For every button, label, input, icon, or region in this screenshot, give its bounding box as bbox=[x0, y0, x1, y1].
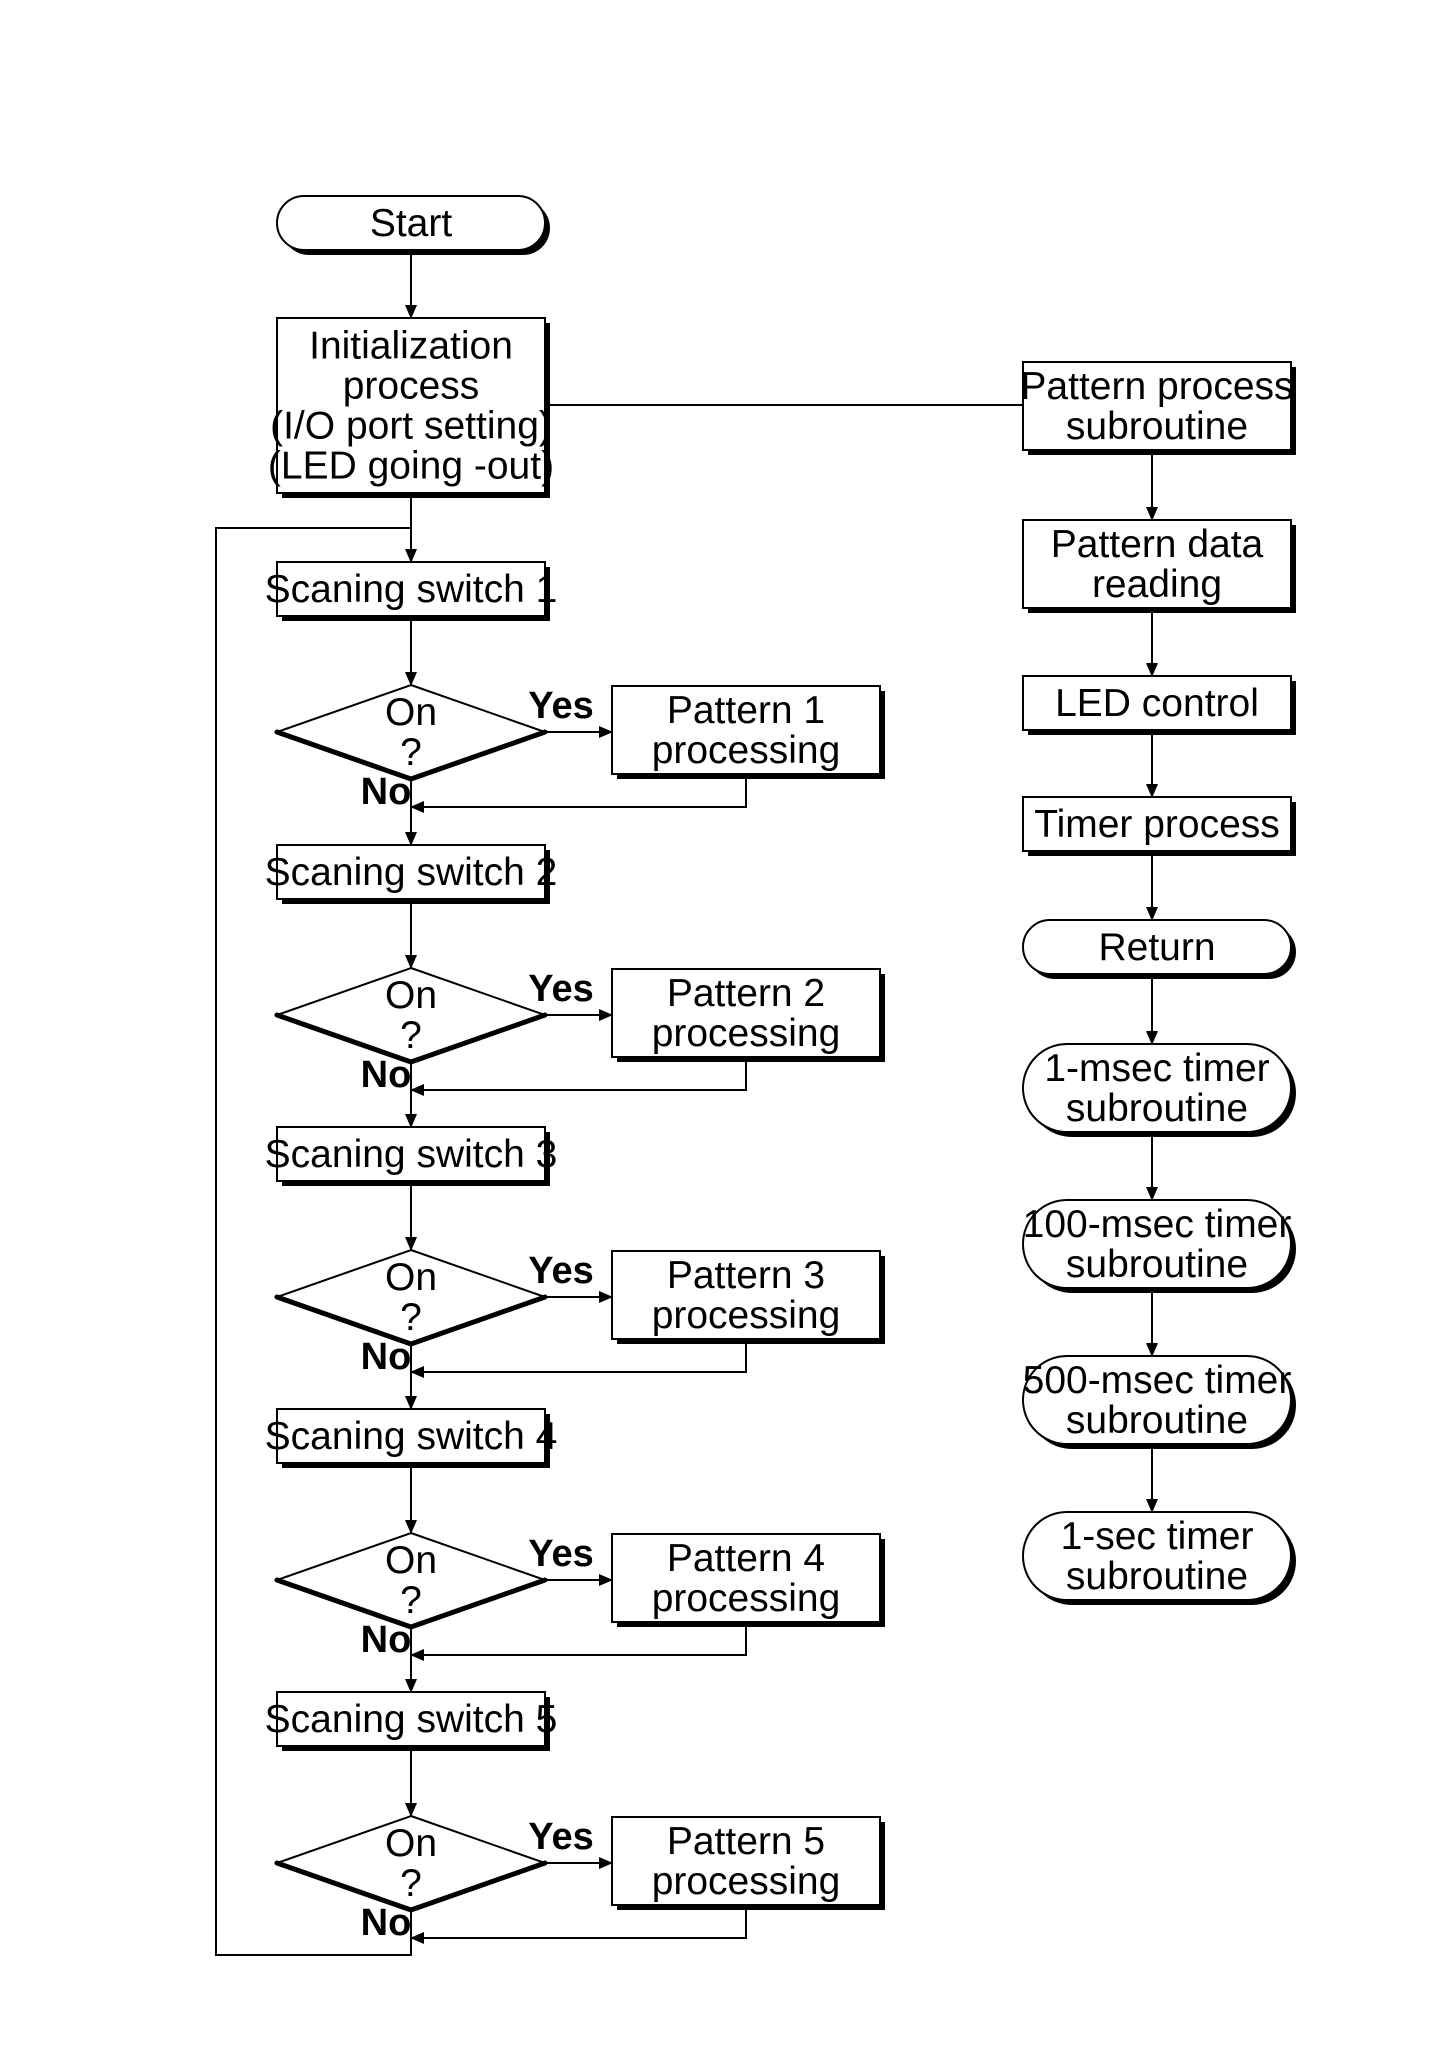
switch-2-on-decision: On? bbox=[273, 966, 549, 1065]
switch-4-on-decision: On? bbox=[273, 1531, 549, 1630]
timer-2-subroutine-line-2: subroutine bbox=[1066, 1243, 1248, 1286]
scan-switch-1-box: Scaning switch 1 bbox=[265, 561, 558, 621]
yes-label-5: Yes bbox=[528, 1816, 594, 1858]
switch-4-on-decision-line-1: On bbox=[385, 1539, 437, 1582]
scan-switch-2-box-line-1: Scaning switch 2 bbox=[265, 851, 558, 894]
no-label-1: No bbox=[361, 771, 412, 813]
switch-3-on-decision-line-2: ? bbox=[400, 1296, 422, 1339]
pattern-3-processing-box-line-1: Pattern 3 bbox=[667, 1254, 825, 1297]
initialization-process-box-line-4: (LED going -out) bbox=[268, 445, 554, 488]
timer-1-subroutine-line-1: 1-msec timer bbox=[1044, 1047, 1269, 1090]
yes-label-1: Yes bbox=[528, 685, 594, 727]
no-label-4: No bbox=[361, 1619, 412, 1661]
pattern-2-processing-box-line-2: processing bbox=[652, 1012, 841, 1055]
timer-process-box-line-1: Timer process bbox=[1034, 803, 1280, 846]
pattern-5-processing-box-line-2: processing bbox=[652, 1860, 841, 1903]
initialization-process-box-line-3: (I/O port setting) bbox=[270, 405, 552, 448]
initialization-process-box-line-2: process bbox=[343, 365, 480, 408]
switch-5-on-decision-line-2: ? bbox=[400, 1862, 422, 1905]
scan-switch-4-box-line-1: Scaning switch 4 bbox=[265, 1415, 558, 1458]
switch-3-on-decision: On? bbox=[273, 1248, 549, 1347]
scan-switch-1-box-line-1: Scaning switch 1 bbox=[265, 568, 558, 611]
scan-switch-3-box-line-1: Scaning switch 3 bbox=[265, 1133, 558, 1176]
arrow-return-4 bbox=[410, 1622, 747, 1661]
pattern-process-subroutine-box-line-2: subroutine bbox=[1066, 405, 1248, 448]
no-label-3: No bbox=[361, 1336, 412, 1378]
switch-1-on-decision-line-2: ? bbox=[400, 731, 422, 774]
scan-switch-5-box-line-1: Scaning switch 5 bbox=[265, 1698, 558, 1741]
initialization-process-box-line-1: Initialization bbox=[309, 325, 513, 368]
switch-2-on-decision-line-1: On bbox=[385, 974, 437, 1017]
return-terminal: Return bbox=[1022, 919, 1296, 979]
yes-label-3: Yes bbox=[528, 1250, 594, 1292]
led-control-box: LED control bbox=[1022, 675, 1296, 735]
switch-1-on-decision-line-1: On bbox=[385, 691, 437, 734]
switch-1-on-decision: On? bbox=[273, 683, 549, 782]
pattern-2-processing-box-line-1: Pattern 2 bbox=[667, 972, 825, 1015]
switch-5-on-decision-line-1: On bbox=[385, 1822, 437, 1865]
pattern-process-subroutine-box-line-1: Pattern process bbox=[1020, 365, 1293, 408]
no-label-2: No bbox=[361, 1054, 412, 1096]
yes-label-2: Yes bbox=[528, 968, 594, 1010]
timer-4-subroutine-line-1: 1-sec timer bbox=[1061, 1515, 1254, 1558]
timer-2-subroutine-line-1: 100-msec timer bbox=[1023, 1203, 1292, 1246]
connector-lines bbox=[215, 250, 1158, 1956]
led-control-box-line-1: LED control bbox=[1055, 682, 1259, 725]
pattern-1-processing-box-line-2: processing bbox=[652, 729, 841, 772]
scan-switch-2-box: Scaning switch 2 bbox=[265, 844, 558, 904]
scan-switch-4-box: Scaning switch 4 bbox=[265, 1408, 558, 1468]
arrow-return-1 bbox=[410, 774, 747, 813]
pattern-4-processing-box-line-2: processing bbox=[652, 1577, 841, 1620]
arrow-return-2 bbox=[410, 1057, 747, 1096]
timer-3-subroutine-line-2: subroutine bbox=[1066, 1399, 1248, 1442]
timer-process-box: Timer process bbox=[1022, 796, 1296, 856]
switch-2-on-decision-line-2: ? bbox=[400, 1014, 422, 1057]
return-terminal-line-1: Return bbox=[1098, 926, 1215, 969]
loop-back-line bbox=[215, 527, 412, 1956]
scan-switch-5-box: Scaning switch 5 bbox=[265, 1691, 558, 1751]
pattern-data-reading-box-line-1: Pattern data bbox=[1051, 523, 1264, 566]
no-label-5: No bbox=[361, 1902, 412, 1944]
start-terminal-line-1: Start bbox=[370, 202, 453, 245]
pattern-data-reading-box-line-2: reading bbox=[1092, 563, 1222, 606]
switch-3-on-decision-line-1: On bbox=[385, 1256, 437, 1299]
pattern-1-processing-box-line-1: Pattern 1 bbox=[667, 689, 825, 732]
timer-1-subroutine-line-2: subroutine bbox=[1066, 1087, 1248, 1130]
start-terminal: Start bbox=[276, 195, 550, 255]
pattern-5-processing-box-line-1: Pattern 5 bbox=[667, 1820, 825, 1863]
timer-4-subroutine-line-2: subroutine bbox=[1066, 1555, 1248, 1598]
pattern-3-processing-box-line-2: processing bbox=[652, 1294, 841, 1337]
switch-5-on-decision: On? bbox=[273, 1814, 549, 1913]
scan-switch-3-box: Scaning switch 3 bbox=[265, 1126, 558, 1186]
timer-3-subroutine-line-1: 500-msec timer bbox=[1023, 1359, 1292, 1402]
switch-4-on-decision-line-2: ? bbox=[400, 1579, 422, 1622]
arrow-return-3 bbox=[410, 1339, 747, 1378]
arrow-return-5 bbox=[410, 1905, 747, 1944]
yes-label-4: Yes bbox=[528, 1533, 594, 1575]
pattern-4-processing-box-line-1: Pattern 4 bbox=[667, 1537, 825, 1580]
